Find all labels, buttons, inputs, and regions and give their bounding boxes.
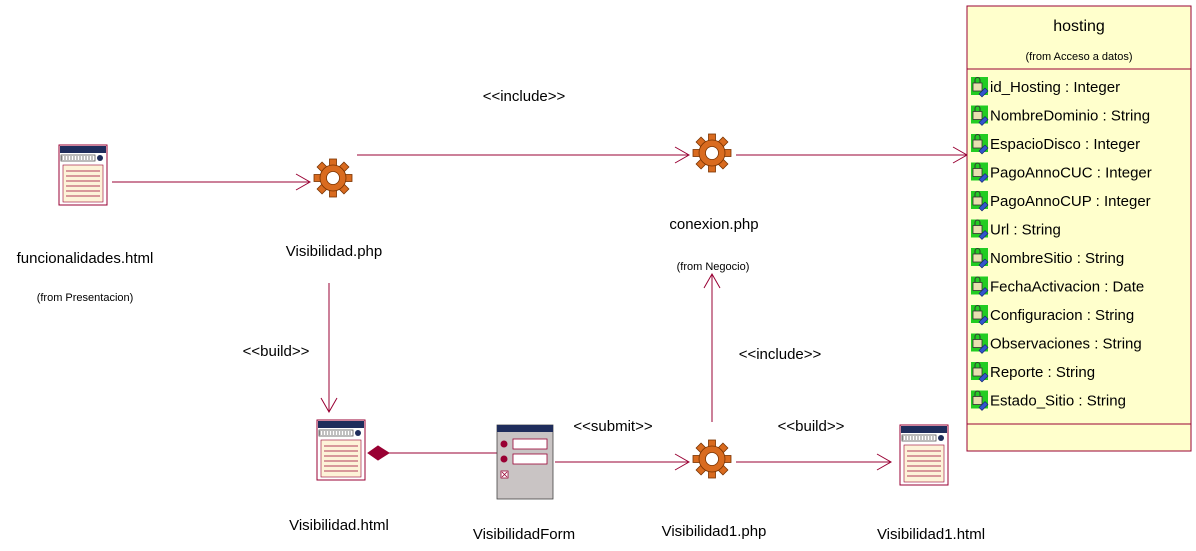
node-package: (from Presentacion) [37, 292, 134, 304]
class-attribute: EspacioDisco : Integer [990, 136, 1140, 153]
server-page-gear-icon [692, 439, 732, 479]
class-name: hosting [1053, 18, 1105, 35]
html-page-icon [899, 424, 949, 486]
class-attribute: id_Hosting : Integer [990, 79, 1120, 96]
private-attribute-icon [970, 304, 989, 326]
private-attribute-icon [970, 276, 989, 297]
class-attribute-row: Configuracion : String [970, 304, 1134, 326]
class-attribute: NombreSitio : String [990, 250, 1124, 267]
server-page-gear-icon [692, 133, 732, 173]
class-attribute-row: id_Hosting : Integer [970, 76, 1120, 98]
class-attribute: PagoAnnoCUP : Integer [990, 193, 1151, 210]
class-attribute-row: Observaciones : String [970, 333, 1142, 354]
html-page-icon [316, 419, 366, 481]
private-attribute-icon [970, 247, 989, 269]
form-icon [496, 424, 554, 500]
node-label: VisibilidadForm [473, 526, 575, 543]
class-attribute-row: Estado_Sitio : String [970, 390, 1126, 411]
stereotype-submit: <<submit>> [573, 418, 652, 435]
node-visibilidad-php[interactable]: Visibilidad.php [286, 158, 382, 260]
class-attribute: PagoAnnoCUC : Integer [990, 165, 1152, 182]
class-attribute: Observaciones : String [990, 336, 1142, 353]
server-page-gear-icon [313, 158, 353, 198]
private-attribute-icon [970, 219, 989, 240]
connector-funcionalidades-to-visibilidad-php [112, 173, 312, 191]
node-conexion-php[interactable]: conexion.php (from Negocio) [669, 133, 759, 273]
class-attribute-row: PagoAnnoCUC : Integer [970, 162, 1152, 183]
class-attribute-row: NombreSitio : String [970, 247, 1124, 269]
class-attribute-row: PagoAnnoCUP : Integer [970, 190, 1151, 212]
class-attribute: Estado_Sitio : String [990, 393, 1126, 410]
node-visibilidad1-php[interactable]: Visibilidad1.php [662, 439, 767, 540]
class-hosting[interactable]: hosting (from Acceso a datos) id_Hosting… [966, 5, 1192, 452]
connector-visibilidad1-php-to-visibilidad1-html [736, 453, 893, 471]
private-attribute-icon [970, 390, 989, 411]
stereotype-build-left: <<build>> [243, 343, 310, 360]
stereotype-build-right: <<build>> [778, 418, 845, 435]
class-attribute: Url : String [990, 222, 1061, 239]
stereotype-include-top: <<include>> [483, 88, 566, 105]
class-attribute: FechaActivacion : Date [990, 279, 1144, 296]
node-label: Visibilidad.html [289, 517, 389, 534]
private-attribute-icon [970, 133, 989, 155]
node-visibilidad-html[interactable]: Visibilidad.html [289, 419, 389, 534]
private-attribute-icon [970, 333, 989, 354]
class-attribute-row: Reporte : String [970, 361, 1095, 383]
class-attribute: NombreDominio : String [990, 108, 1150, 125]
stereotype-include-right: <<include>> [739, 346, 822, 363]
private-attribute-icon [970, 105, 989, 126]
connector-conexion-to-hosting [736, 146, 969, 164]
node-package: (from Negocio) [677, 261, 750, 273]
private-attribute-icon [970, 162, 989, 183]
class-attribute-row: NombreDominio : String [970, 105, 1150, 126]
class-attribute: Configuracion : String [990, 307, 1134, 324]
node-funcionalidades-html[interactable]: funcionalidades.html (from Presentacion) [17, 144, 154, 304]
html-page-icon [58, 144, 108, 206]
node-label: conexion.php [669, 216, 758, 233]
class-attribute-row: FechaActivacion : Date [970, 276, 1144, 297]
class-package: (from Acceso a datos) [1026, 51, 1133, 63]
node-label: Visibilidad.php [286, 243, 382, 260]
private-attribute-icon [970, 190, 989, 212]
connector-visibilidad-php-to-conexion [357, 146, 691, 164]
class-box [966, 5, 1192, 452]
composition-visibilidad-html-visibilidad-form [367, 445, 497, 461]
connector-visibilidad1-php-to-conexion [703, 272, 721, 422]
node-label: Visibilidad1.php [662, 523, 767, 540]
node-visibilidad-form[interactable]: VisibilidadForm [473, 424, 575, 543]
class-attribute-row: EspacioDisco : Integer [970, 133, 1140, 155]
private-attribute-icon [970, 361, 989, 383]
class-attribute: Reporte : String [990, 364, 1095, 381]
private-attribute-icon [970, 76, 989, 98]
node-label: Visibilidad1.html [877, 526, 985, 543]
connector-visibilidad-form-to-visibilidad1-php [555, 453, 691, 471]
node-label: funcionalidades.html [17, 250, 154, 267]
node-visibilidad1-html[interactable]: Visibilidad1.html [877, 424, 985, 543]
connector-visibilidad-php-to-visibilidad-html [320, 283, 338, 414]
class-attribute-row: Url : String [970, 219, 1061, 240]
